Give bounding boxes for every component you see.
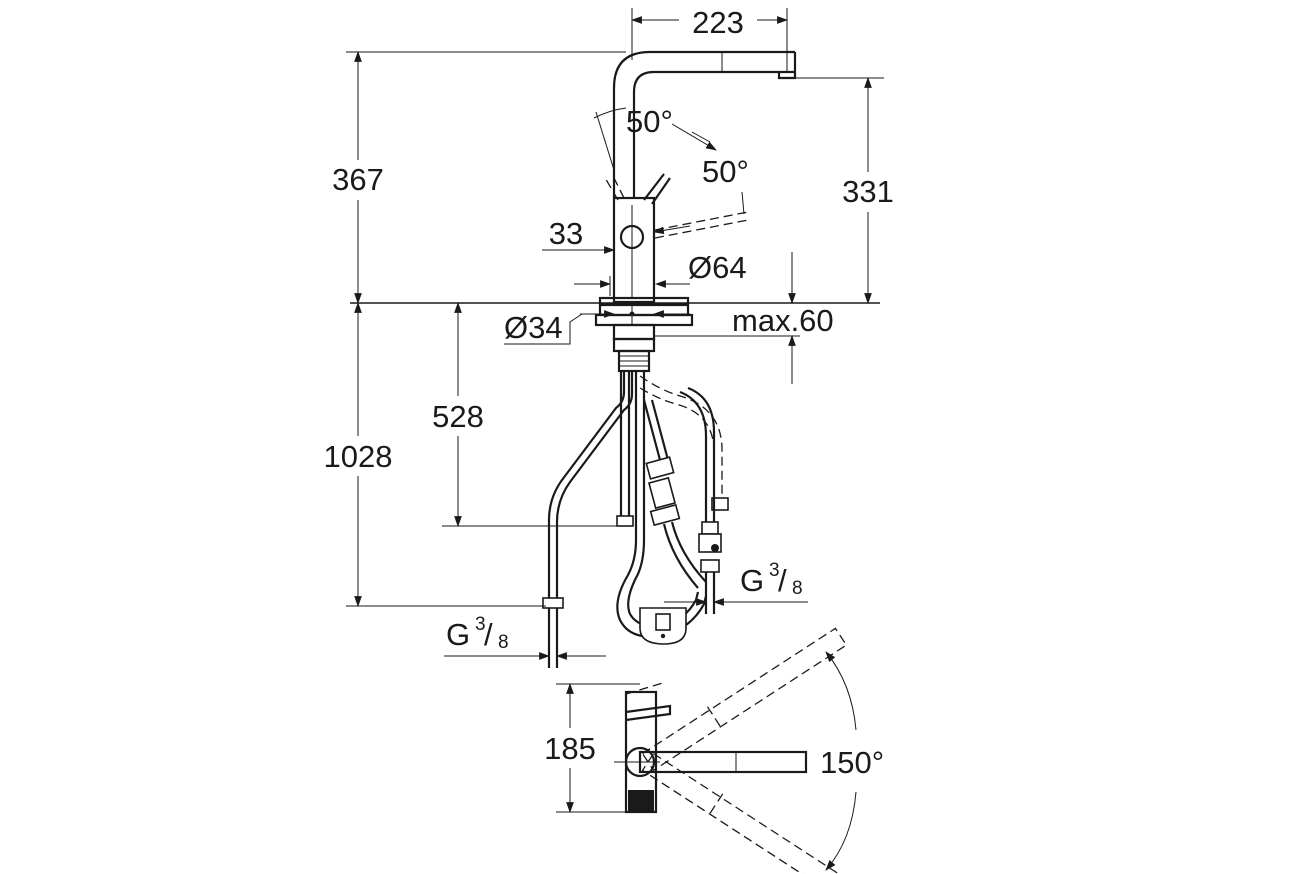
connection-left-den: 8 [498,632,509,653]
swivel-angle-label: 150° [820,745,884,780]
connection-left-label: G 3 / 8 [446,614,509,653]
lever-angle-left-label: 50° [626,104,673,139]
swivel-top-view [614,627,848,874]
overall-height-label: 367 [332,162,384,197]
body-offset-label: 33 [549,216,583,251]
spout-height-label: 331 [842,174,894,209]
connection-left-prefix: G [446,617,470,652]
below-deck-length-label: 528 [432,399,484,434]
dimension-labels: 223 367 331 50° 50° 33 Ø64 Ø34 max.60 52… [324,5,894,780]
connection-right-slash: / [778,563,787,598]
connection-right-den: 8 [792,578,803,599]
connection-left-slash: / [484,617,493,652]
spout-reach-label: 223 [692,5,744,40]
swivel-depth-label: 185 [544,731,596,766]
lever-angle-right-label: 50° [702,154,749,189]
connection-right-num: 3 [769,560,780,581]
total-hose-length-label: 1028 [324,439,393,474]
dimension-lines [346,8,884,871]
mounting-assembly [594,303,694,373]
connection-right-prefix: G [740,563,764,598]
connection-left-num: 3 [475,614,486,635]
hole-diameter-label: Ø34 [504,310,563,345]
body-diameter-label: Ø64 [688,250,747,285]
supply-hoses [542,372,729,668]
connection-right-label: G 3 / 8 [740,560,803,599]
max-deck-thickness-label: max.60 [732,303,834,338]
